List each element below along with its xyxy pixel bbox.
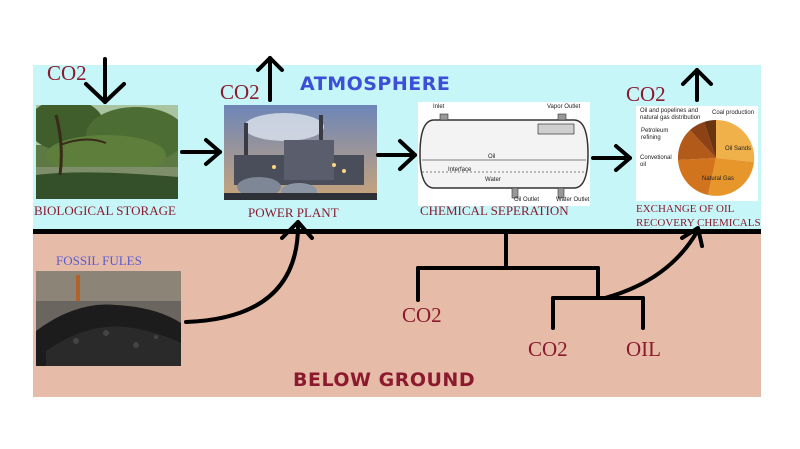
pie-label-refining: Petroleum refining [641, 128, 669, 141]
separator-diagram [418, 102, 590, 206]
arrow-co2-into-forest-head [84, 82, 126, 104]
arrow-co2-from-exchange-head [681, 68, 713, 86]
power-plant-label: POWER PLANT [248, 205, 339, 220]
separator-oil-outlet-label: Oil Outlet [514, 197, 540, 203]
pie-label-coal: Coal production [712, 110, 755, 116]
oil-recovery-pie [636, 106, 758, 201]
separator-water-outlet-label: Water Outlet [556, 197, 590, 203]
arrow-fossil-to-plant [184, 220, 301, 324]
exchange-label-line2: RECOVERY CHEMICALS [636, 217, 761, 229]
chemical-separation-label: CHEMICAL SEPERATION [420, 203, 569, 218]
arrow-oil-to-exchange-head [680, 226, 704, 248]
ground-line [33, 229, 761, 234]
arrow-oil-to-exchange [603, 228, 700, 300]
co2-label-separation-left: CO2 [402, 303, 442, 327]
power-plant-photo [224, 105, 377, 200]
pie-label-pipelines: Oil and popelines and natural gas distri… [640, 108, 701, 121]
atmosphere-title: ATMOSPHERE [300, 73, 451, 95]
separator-water-label: Water [485, 177, 501, 183]
separator-inlet-label: Inlet [433, 104, 445, 110]
forest-photo [36, 105, 178, 199]
arrow-separation-to-exchange-head [614, 144, 632, 172]
arrow-plant-to-separation-head [398, 139, 417, 171]
arrow-forest-to-plant-head [204, 138, 222, 166]
arrow-fossil-to-plant-head [280, 220, 314, 240]
pie-label-oil-sands: Oil Sands [725, 146, 752, 152]
co2-label-power-plant: CO2 [220, 80, 260, 104]
separator-interface-label: Interface [448, 167, 472, 173]
pie-label-conventional: Convetional oil [640, 155, 672, 168]
coal-photo [36, 271, 181, 366]
separator-oil-label: Oil [488, 154, 496, 160]
oil-label: OIL [626, 337, 661, 361]
pie-label-natural-gas: Natural Gas [702, 176, 735, 182]
exchange-label-line1: EXCHANGE OF OIL [636, 203, 735, 215]
separator-vapor-outlet-label: Vapor Outlet [547, 104, 581, 110]
co2-label-separation-bottom: CO2 [528, 337, 568, 361]
below-ground-title: BELOW GROUND [293, 369, 476, 391]
fossil-fuels-label: FOSSIL FULES [56, 253, 142, 268]
co2-label-biological: CO2 [47, 61, 87, 85]
co2-label-exchange: CO2 [626, 82, 666, 106]
arrow-co2-from-power-plant-head [256, 56, 284, 72]
biological-storage-label: BIOLOGICAL STORAGE [34, 203, 176, 218]
